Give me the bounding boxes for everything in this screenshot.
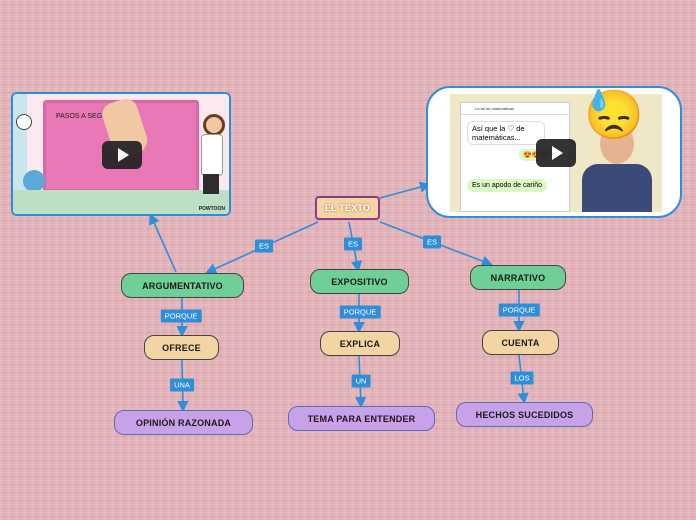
node-explica[interactable]: EXPLICA <box>320 331 400 356</box>
brand-logo: POWTOON <box>198 206 225 212</box>
node-tema-para-entender[interactable]: TEMA PARA ENTENDER <box>288 406 435 431</box>
root-node[interactable]: EL TEXTO <box>315 196 380 220</box>
video-card-right[interactable]: La fal de matemáticas Así que la ♡ de ma… <box>426 86 682 218</box>
chat-header: La fal de matemáticas <box>461 103 569 115</box>
play-button-icon[interactable] <box>102 141 142 169</box>
sweat-emoji-icon: 😓 <box>584 89 644 142</box>
edge-root-video-right <box>379 181 432 199</box>
connector-label-es: ES <box>254 239 274 253</box>
connector-label-porque: PORQUE <box>160 309 202 323</box>
play-button-icon[interactable] <box>536 139 576 167</box>
desk <box>13 190 229 214</box>
globe-icon <box>23 170 45 192</box>
video-card-left[interactable]: PASOS A SEGUIR POWTOON <box>11 92 231 216</box>
connector-label-porque: PORQUE <box>498 303 540 317</box>
connector-label-es: ES <box>422 235 442 249</box>
node-opinion-razonada[interactable]: OPINIÓN RAZONADA <box>114 410 253 435</box>
connector-label-una: UNA <box>170 378 194 392</box>
slide-text: PASOS A SEGUIR <box>56 113 115 120</box>
node-hechos-sucedidos[interactable]: HECHOS SUCEDIDOS <box>456 402 593 427</box>
connector-label-porque: PORQUE <box>339 305 381 319</box>
connector-label-los: LOS <box>510 371 534 385</box>
node-argumentativo[interactable]: ARGUMENTATIVO <box>121 273 244 298</box>
chat-bubble-1: Así que la ♡ de matemáticas... <box>467 121 545 145</box>
edge-argumentativo-video-left <box>149 213 177 273</box>
teacher-figure <box>199 114 225 194</box>
node-cuenta[interactable]: CUENTA <box>482 330 559 355</box>
node-narrativo[interactable]: NARRATIVO <box>470 265 566 290</box>
node-ofrece[interactable]: OFRECE <box>144 335 219 360</box>
node-expositivo[interactable]: EXPOSITIVO <box>310 269 409 294</box>
connector-label-un: UN <box>351 374 371 388</box>
clock-icon <box>16 114 32 130</box>
person-figure <box>582 124 652 212</box>
video-thumbnail: La fal de matemáticas Así que la ♡ de ma… <box>450 90 662 212</box>
chat-bubble-3: Es un apodo de cariño <box>467 179 548 192</box>
connector-label-es: ES <box>343 237 363 251</box>
